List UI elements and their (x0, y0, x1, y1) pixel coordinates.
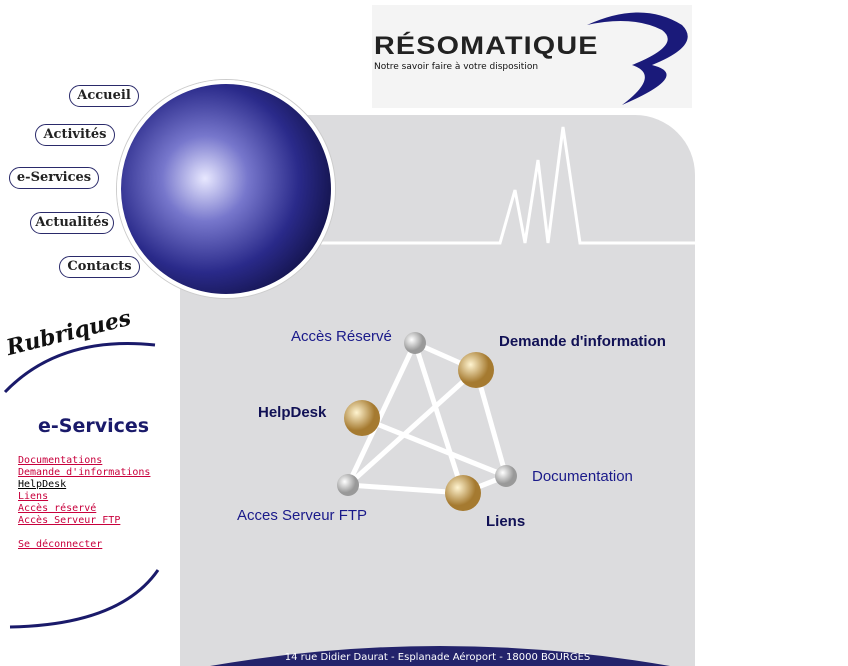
network-diagram (337, 332, 517, 511)
node-ftp (337, 474, 359, 496)
link-documentations[interactable]: Documentations (18, 455, 103, 466)
logout-link[interactable]: Se déconnecter (18, 539, 103, 550)
nav-eservices[interactable]: e-Services (9, 167, 99, 189)
bottom-arc (9, 569, 160, 629)
nav-contacts[interactable]: Contacts (59, 256, 140, 278)
footer-address: 14 rue Didier Daurat - Esplanade Aéropor… (284, 652, 591, 663)
node-acces-reserve (404, 332, 426, 354)
section-title: e-Services (38, 415, 150, 437)
node-liens (445, 475, 481, 511)
logo-tagline: Notre savoir faire à votre disposition (374, 62, 539, 72)
nav-actualites[interactable]: Actualités (30, 212, 114, 234)
link-demande-informations[interactable]: Demande d'informations (18, 467, 151, 478)
footer: 14 rue Didier Daurat - Esplanade Aéropor… (180, 636, 695, 666)
node-helpdesk (344, 400, 380, 436)
nav-activites[interactable]: Activités (35, 124, 115, 146)
node-documentation (495, 465, 517, 487)
diagram-liens[interactable]: Liens (486, 513, 526, 530)
diagram-documentation[interactable]: Documentation (532, 468, 633, 485)
nav-accueil[interactable]: Accueil (69, 85, 139, 107)
link-helpdesk[interactable]: HelpDesk (18, 479, 67, 490)
logo: RÉSOMATIQUE Notre savoir faire à votre d… (372, 5, 692, 108)
heartbeat-line (300, 126, 695, 245)
logo-title: RÉSOMATIQUE (374, 32, 599, 60)
link-liens[interactable]: Liens (18, 491, 49, 502)
hero-image (117, 80, 335, 298)
diagram-demande[interactable]: Demande d'information (499, 333, 666, 350)
diagram-helpdesk[interactable]: HelpDesk (258, 404, 327, 421)
rubriques-arc (3, 342, 156, 394)
link-acces-ftp[interactable]: Accès Serveur FTP (18, 515, 121, 526)
diagram-ftp[interactable]: Acces Serveur FTP (237, 507, 368, 524)
logo-swoosh-icon (587, 12, 688, 105)
link-acces-reserve[interactable]: Accès réservé (18, 503, 97, 514)
diagram-acces-reserve[interactable]: Accès Réservé (291, 328, 392, 345)
node-demande (458, 352, 494, 388)
